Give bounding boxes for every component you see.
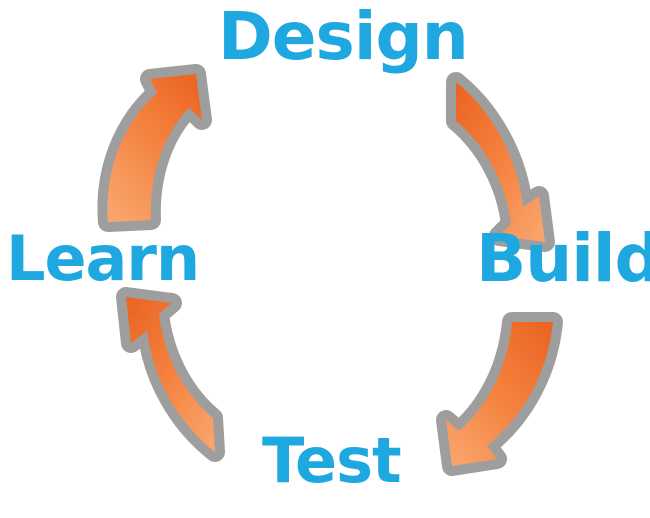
stage-label-learn: Learn <box>6 222 200 295</box>
arrow-br-orange-body <box>446 322 553 466</box>
arrow-tr-orange-body <box>456 82 545 242</box>
stage-label-design: Design <box>218 0 469 75</box>
arrow-up-right-learn-to-design <box>97 64 212 232</box>
arrow-up-left-test-to-learn <box>116 287 225 462</box>
stage-label-build: Build <box>476 220 650 297</box>
arrow-down-right-design-to-build <box>446 72 555 252</box>
arrow-bl-orange-body <box>126 297 215 452</box>
stage-label-test: Test <box>262 424 402 497</box>
arrow-tl-orange-body <box>107 74 202 222</box>
arrow-down-left-build-to-test <box>436 312 563 476</box>
